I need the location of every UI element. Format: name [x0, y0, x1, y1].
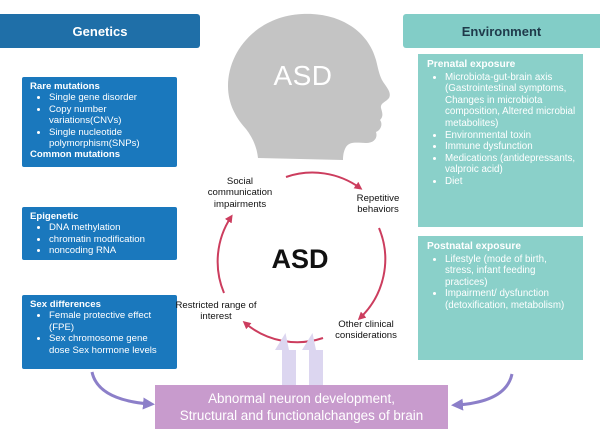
list-item: Female protective effect (FPE): [49, 310, 171, 333]
epigenetic-list: DNA methylation chromatin modification n…: [30, 222, 171, 256]
genetics-header: Genetics: [0, 14, 200, 48]
list-item: Diet: [445, 176, 577, 188]
postnatal-exposure-list: Lifestyle (mode of birth, stress, infant…: [427, 254, 577, 312]
prenatal-exposure-box: Prenatal exposure Microbiota-gut-brain a…: [418, 54, 583, 227]
brain-changes-box: Abnormal neuron development, Structural …: [155, 385, 448, 429]
head-asd-label: ASD: [273, 60, 333, 91]
list-item: Immune dysfunction: [445, 141, 577, 153]
list-item: Copy number variations(CNVs): [49, 104, 171, 127]
list-item: Single nucleotide polymorphism(SNPs): [49, 127, 171, 150]
list-item: Single gene disorder: [49, 92, 171, 103]
connector-environment-to-bottom: [451, 373, 514, 411]
cycle-arrow-social-to-repetitive: [285, 171, 363, 190]
repetitive-behaviors-label: Repetitive behaviors: [356, 193, 400, 216]
other-clinical-label: Other clinical considerations: [335, 319, 397, 342]
postnatal-exposure-title: Postnatal exposure: [427, 241, 521, 252]
postnatal-exposure-box: Postnatal exposure Lifestyle (mode of bi…: [418, 236, 583, 360]
sex-differences-box: Sex differences Female protective effect…: [22, 295, 177, 369]
list-item: noncoding RNA: [49, 245, 171, 256]
sex-differences-title: Sex differences: [30, 299, 101, 310]
up-arrow-left: [275, 333, 296, 385]
restricted-range-label: Restricted range of interest: [175, 300, 257, 323]
cycle-center-asd-label: ASD: [271, 244, 329, 274]
brain-changes-line1: Abnormal neuron development,: [208, 391, 395, 406]
connector-genetics-to-bottom: [90, 371, 155, 410]
list-item: chromatin modification: [49, 234, 171, 245]
list-item: Medications (antidepressants, valproic a…: [445, 153, 577, 176]
brain-changes-line2: Structural and functionalchanges of brai…: [179, 408, 424, 423]
list-item: Impairment/ dysfunction (detoxification,…: [445, 288, 577, 311]
epigenetic-title: Epigenetic: [30, 211, 79, 222]
list-item: DNA methylation: [49, 222, 171, 233]
social-communication-label: Social communication impairments: [207, 176, 273, 210]
list-item: Sex chromosome gene dose Sex hormone lev…: [49, 333, 171, 356]
list-item: Environmental toxin: [445, 130, 577, 142]
prenatal-exposure-list: Microbiota-gut-brain axis (Gastrointesti…: [427, 72, 577, 188]
list-item: Microbiota-gut-brain axis (Gastrointesti…: [445, 72, 577, 130]
rare-mutations-title: Rare mutations: [30, 81, 100, 92]
epigenetic-box: Epigenetic DNA methylation chromatin mod…: [22, 207, 177, 260]
list-item: Lifestyle (mode of birth, stress, infant…: [445, 254, 577, 289]
rare-mutations-box: Rare mutations Single gene disorder Copy…: [22, 77, 177, 167]
up-arrow-right: [302, 333, 323, 385]
cycle-arrow-repetitive-to-clinical: [357, 227, 387, 321]
environment-header: Environment: [403, 14, 600, 48]
child-head-silhouette: [228, 13, 390, 161]
cycle-arrow-restricted-to-social: [216, 214, 233, 294]
rare-mutations-list: Single gene disorder Copy number variati…: [30, 92, 171, 149]
sex-differences-list: Female protective effect (FPE) Sex chrom…: [30, 310, 171, 356]
prenatal-exposure-title: Prenatal exposure: [427, 59, 516, 70]
common-mutations-title: Common mutations: [30, 149, 121, 161]
